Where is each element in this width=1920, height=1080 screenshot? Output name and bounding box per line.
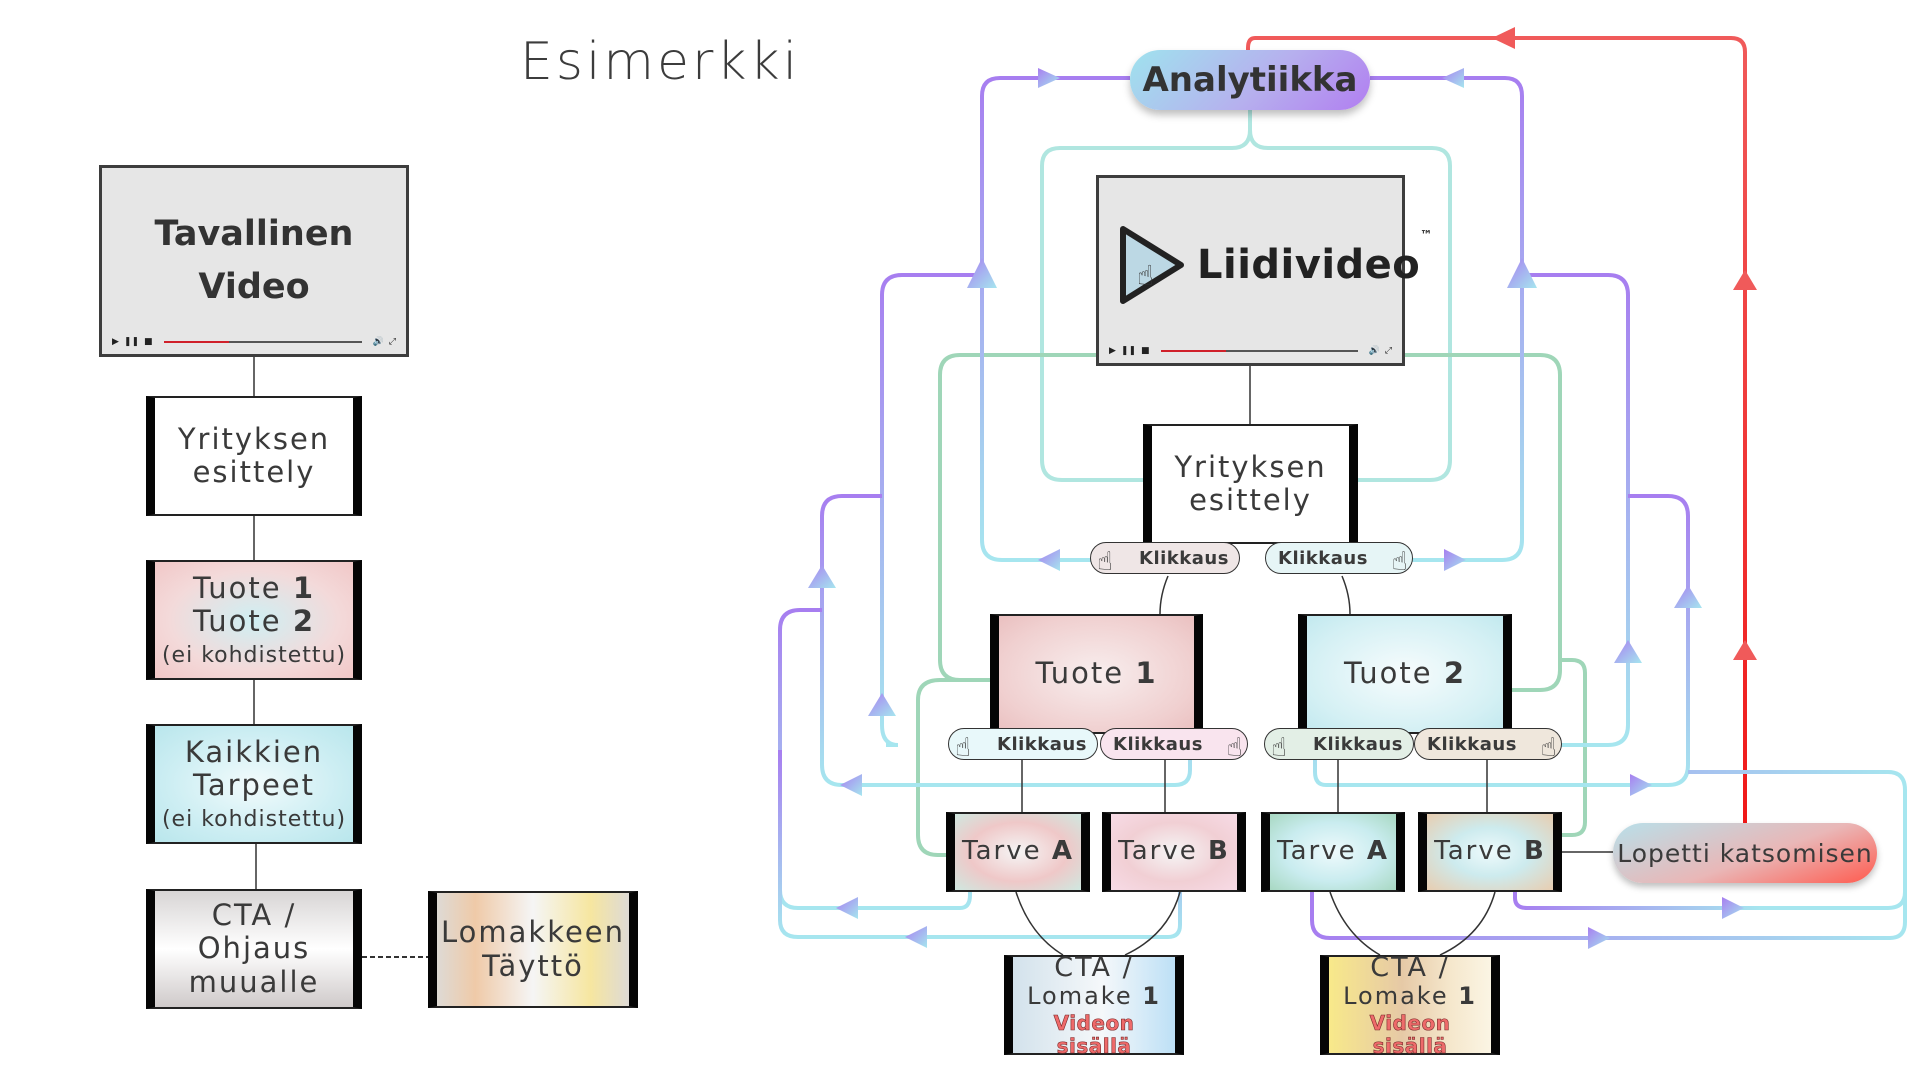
video-controls: ▶ ❚❚ ■ 🔊 ⤢ (1109, 345, 1392, 357)
need-b-product2-node: Tarve B (1418, 812, 1562, 892)
play-icon[interactable]: ▶ (1109, 346, 1116, 356)
click-pill-product1-a[interactable]: ☝ Klikkaus (948, 728, 1098, 763)
cta-form-product2-node: CTA / Lomake 1 Videon sisällä (1320, 952, 1500, 1059)
need-a-product1-node: Tarve A (946, 812, 1090, 892)
video-controls: ▶ ❚❚ ■ 🔊 ⤢ (112, 336, 396, 348)
pointer-hand-icon: ☝ (1391, 547, 1408, 577)
arrow-left-icon (836, 897, 858, 919)
arrow-left-icon (905, 926, 927, 948)
arrow-right-icon (1038, 68, 1060, 88)
arrow-right-icon (1630, 774, 1652, 796)
right-flow-connectors (1015, 366, 1613, 956)
click-pill-intro-left[interactable]: ☝ Klikkaus (1090, 542, 1240, 577)
arrow-up-icon (1614, 640, 1642, 663)
product-2-node: Tuote 2 (1298, 614, 1512, 734)
arrow-left-icon (1492, 27, 1515, 49)
arrow-right-icon (1444, 549, 1466, 571)
standard-video-title: Tavallinen Video (154, 214, 354, 307)
progress-fill (1160, 350, 1226, 352)
arrow-right-icon (1722, 897, 1744, 919)
stop-icon[interactable]: ■ (144, 337, 153, 347)
arrow-up-icon (1733, 640, 1757, 660)
left-products-node: Tuote 1 Tuote 2 (ei kohdistettu) (146, 560, 362, 680)
analytics-feedback-lines (916, 110, 1587, 857)
pointer-hand-icon: ☝ (1226, 733, 1243, 763)
fullscreen-icon[interactable]: ⤢ (1384, 346, 1392, 356)
progress-bar[interactable] (163, 341, 362, 343)
svg-text:☝: ☝ (1137, 259, 1154, 292)
click-pill-intro-right[interactable]: Klikkaus ☝ (1265, 542, 1413, 577)
click-pill-product2-b[interactable]: Klikkaus ☝ (1414, 728, 1562, 763)
stopped-watching-node: Lopetti katsomisen (1613, 823, 1877, 883)
arrow-left-icon (840, 774, 862, 796)
fullscreen-icon[interactable]: ⤢ (388, 337, 396, 347)
arrow-up-icon (1507, 258, 1537, 288)
click-loops (778, 76, 1907, 940)
play-icon[interactable]: ▶ (112, 337, 119, 347)
click-pill-product2-a[interactable]: ☝ Klikkaus (1264, 728, 1414, 763)
left-cta-node: CTA / Ohjaus muualle (146, 889, 362, 1009)
arrow-up-icon (868, 693, 896, 716)
pointer-hand-icon: ☝ (955, 733, 972, 763)
volume-icon[interactable]: 🔊 (372, 337, 384, 347)
volume-icon[interactable]: 🔊 (1368, 346, 1380, 356)
pause-icon[interactable]: ❚❚ (1120, 346, 1137, 356)
arrow-right-icon (1588, 927, 1610, 949)
arrowheads (808, 68, 1744, 949)
left-needs-node: Kaikkien Tarpeet (ei kohdistettu) (146, 724, 362, 844)
pointer-hand-icon: ☝ (1097, 547, 1114, 577)
right-company-intro-node: Yrityksen esittely (1143, 424, 1358, 544)
stopped-to-analytics-path (1246, 27, 1757, 823)
in-video-label: Videon sisällä (1369, 1011, 1451, 1059)
arrow-up-icon (1674, 585, 1702, 608)
left-company-intro-node: Yrityksen esittely (146, 396, 362, 516)
arrow-left-icon (1442, 68, 1464, 88)
left-flow-connectors (253, 357, 428, 958)
cta-form-product1-node: CTA / Lomake 1 Videon sisällä (1004, 952, 1184, 1059)
product-1-node: Tuote 1 (990, 614, 1203, 734)
liidivideo-player: ☝ Liidivideo™ ▶ ❚❚ ■ 🔊 ⤢ (1096, 175, 1432, 366)
arrow-up-icon (967, 258, 997, 288)
arrow-up-icon (808, 565, 836, 588)
progress-bar[interactable] (1160, 350, 1358, 352)
analytics-node: Analytiikka (1130, 50, 1370, 110)
left-form-node: Lomakkeen Täyttö (428, 891, 638, 1008)
pause-icon[interactable]: ❚❚ (123, 337, 140, 347)
arrow-up-icon (1733, 270, 1757, 290)
standard-video-player: Tavallinen Video ▶ ❚❚ ■ 🔊 ⤢ (99, 165, 409, 357)
click-pill-product1-b[interactable]: Klikkaus ☝ (1100, 728, 1248, 763)
pointer-hand-icon: ☝ (1271, 733, 1288, 763)
page-title: Esimerkki (520, 32, 801, 92)
need-b-product1-node: Tarve B (1102, 812, 1246, 892)
play-click-icon: ☝ (1120, 226, 1184, 304)
progress-fill (163, 341, 229, 343)
in-video-label: Videon sisällä (1053, 1011, 1135, 1059)
stop-icon[interactable]: ■ (1141, 346, 1150, 356)
pointer-hand-icon: ☝ (1540, 733, 1557, 763)
arrow-left-icon (1038, 549, 1060, 571)
liidivideo-logo: ☝ Liidivideo™ (1117, 223, 1433, 307)
need-a-product2-node: Tarve A (1261, 812, 1405, 892)
